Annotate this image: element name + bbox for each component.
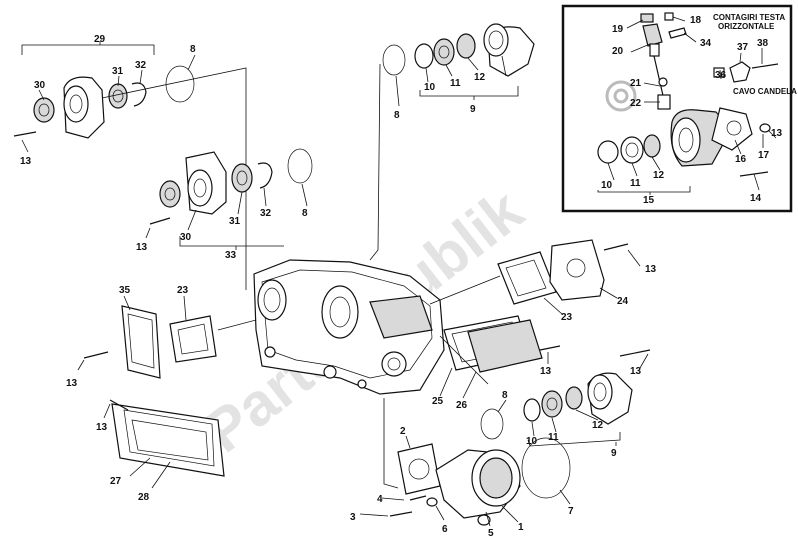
label-10-inset: 10	[601, 180, 613, 191]
label-9-top: 9	[470, 104, 476, 115]
label-20: 20	[612, 46, 624, 57]
caption-contagiri-1: CONTAGIRI TESTA	[713, 13, 785, 22]
label-13-right-b: 13	[540, 366, 552, 377]
label-17: 17	[758, 150, 770, 161]
label-9-bottom: 9	[611, 448, 617, 459]
label-34: 34	[700, 38, 712, 49]
label-2: 2	[400, 426, 406, 437]
label-38: 38	[757, 38, 769, 49]
intake-leaders	[359, 398, 571, 527]
label-13-right-a: 13	[645, 264, 657, 275]
tacho-housing	[597, 61, 779, 177]
label-28: 28	[138, 492, 150, 503]
label-13-inset: 13	[771, 128, 783, 139]
group-33-leaders	[145, 183, 308, 250]
label-24: 24	[617, 296, 629, 307]
group-9-bottom-parts	[480, 372, 633, 440]
label-10-bottom: 10	[526, 436, 538, 447]
label-36: 36	[715, 70, 727, 81]
label-23-right: 23	[561, 312, 573, 323]
label-23-left: 23	[177, 285, 189, 296]
label-10-top: 10	[424, 82, 436, 93]
label-22: 22	[630, 98, 642, 109]
label-37: 37	[737, 42, 749, 53]
caption-contagiri-2: ORIZZONTALE	[718, 22, 775, 31]
label-30-top: 30	[34, 80, 46, 91]
label-7: 7	[568, 506, 574, 517]
inset-box: CONTAGIRI TESTA ORIZZONTALE CAVO CANDELA	[561, 4, 797, 213]
label-35: 35	[119, 285, 131, 296]
label-15: 15	[643, 195, 655, 206]
group-33-parts	[149, 148, 313, 225]
label-4: 4	[377, 494, 383, 505]
label-33: 33	[225, 250, 237, 261]
label-32-top: 32	[135, 60, 147, 71]
intake-parts	[389, 437, 571, 526]
label-8-bottom: 8	[502, 390, 508, 401]
tacho-drive-parts	[605, 12, 687, 112]
group-29-leaders	[21, 41, 247, 290]
label-31-mid: 31	[229, 216, 241, 227]
cylinder-head	[253, 259, 445, 395]
label-16: 16	[735, 154, 747, 165]
caption-cavo-candela: CAVO CANDELA	[733, 87, 797, 96]
right-cover-parts	[443, 239, 651, 373]
group-29-parts	[13, 65, 195, 139]
label-13-top-left: 13	[20, 156, 32, 167]
label-27: 27	[110, 476, 122, 487]
group-9-bottom-leaders	[439, 335, 621, 447]
label-12-inset: 12	[653, 170, 665, 181]
label-29: 29	[94, 34, 106, 45]
label-11-bottom: 11	[548, 432, 559, 443]
label-21: 21	[630, 78, 642, 89]
label-30-mid: 30	[180, 232, 192, 243]
label-13-left-b: 13	[96, 422, 108, 433]
label-26: 26	[456, 400, 468, 411]
label-25: 25	[432, 396, 444, 407]
label-18: 18	[690, 15, 702, 26]
label-13-mid: 13	[136, 242, 148, 253]
label-12-top: 12	[474, 72, 486, 83]
label-11-inset: 11	[630, 178, 641, 189]
label-19: 19	[612, 24, 624, 35]
left-cover-parts	[83, 305, 225, 477]
label-1: 1	[518, 522, 524, 533]
label-13-left-a: 13	[66, 378, 78, 389]
label-3: 3	[350, 512, 356, 523]
group-9-top-parts	[382, 23, 535, 77]
label-32-mid: 32	[260, 208, 272, 219]
label-12-bottom: 12	[592, 420, 604, 431]
group-9-top-leaders	[369, 55, 519, 261]
label-8-mid: 8	[302, 208, 308, 219]
right-cover-leaders	[429, 249, 649, 399]
left-cover-leaders	[77, 295, 257, 489]
label-31-top: 31	[112, 66, 124, 77]
label-13-right-c: 13	[630, 366, 642, 377]
label-8-top-center: 8	[394, 110, 400, 121]
label-11-top: 11	[450, 78, 461, 89]
label-6: 6	[442, 524, 448, 535]
label-14: 14	[750, 193, 762, 204]
label-8-top-left: 8	[190, 44, 196, 55]
label-5: 5	[488, 528, 494, 539]
inset-leaders	[597, 16, 777, 195]
